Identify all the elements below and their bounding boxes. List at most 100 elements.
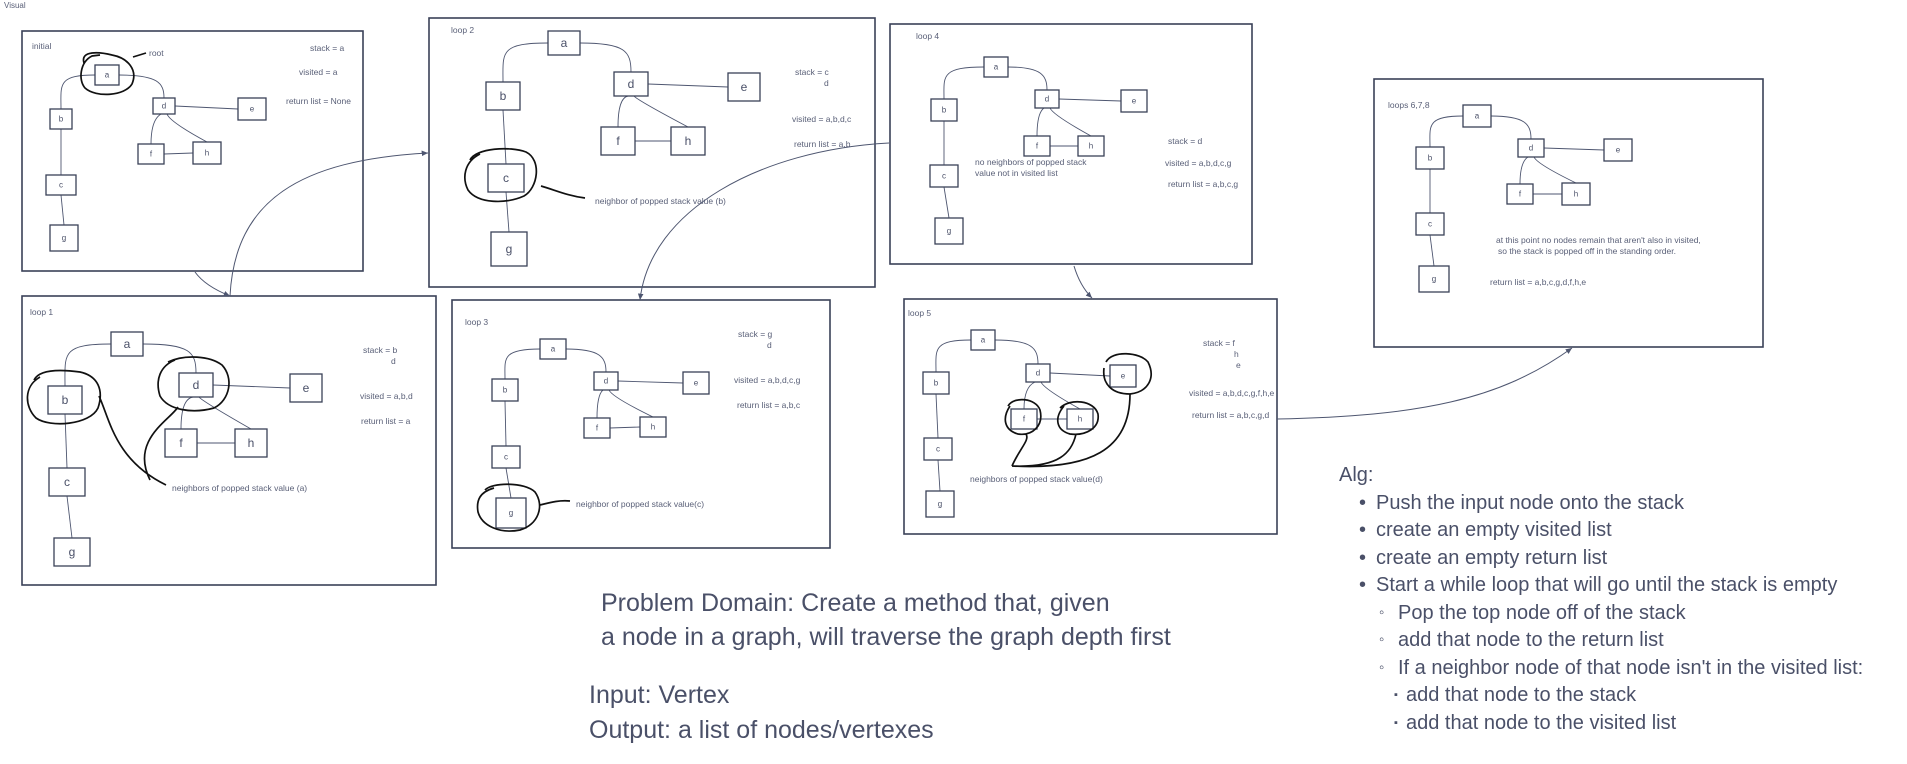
problem-line: a node in a graph, will traverse the gra… [601, 623, 1171, 651]
problem-line: Problem Domain: Create a method that, gi… [601, 589, 1110, 617]
graph-node-label: g [69, 545, 76, 559]
graph-node-label: d [1045, 95, 1049, 104]
connector-loop4-to-loop5 [1073, 265, 1093, 299]
stack-note: d [824, 78, 829, 88]
graph-edge [935, 393, 939, 439]
graph-node-e [682, 371, 710, 395]
graph-node-b [930, 98, 958, 122]
graph-edge [935, 339, 972, 373]
algorithm-list: Alg: Push the input node onto the stack … [1339, 462, 1899, 737]
visited-note: visited = a [299, 67, 338, 77]
frame-loop-1 [21, 295, 437, 586]
input-text: Input: Vertex [589, 681, 730, 709]
graph-node-b [922, 371, 950, 395]
ink-root-pointer [132, 52, 147, 58]
stack-note: d [767, 340, 772, 350]
graph-edge [166, 113, 208, 143]
graph-node-c [491, 445, 521, 469]
ink-circle-d [157, 356, 230, 412]
graph-node-d [178, 372, 214, 398]
graph-node-label: b [59, 115, 64, 124]
graph-node-label: d [193, 378, 200, 392]
ink-callout-lines-loop5 [1011, 393, 1131, 468]
graph-node-label: g [1432, 275, 1436, 284]
graph-node-d [613, 71, 649, 97]
visited-note: visited = a,b,d,c,g [734, 375, 801, 385]
graph-edge [174, 105, 239, 110]
graph-node-g [934, 217, 964, 245]
graph-node-label: c [1428, 220, 1432, 229]
alg-step: create an empty visited list [1339, 517, 1899, 545]
graph-node-a [970, 329, 996, 351]
graph-node-h [192, 141, 222, 165]
ink-circle-h [1056, 400, 1099, 436]
graph-node-label: c [64, 475, 70, 489]
graph-node-g [925, 490, 955, 518]
graph-node-label: b [934, 379, 939, 388]
graph-edge [505, 467, 512, 499]
graph-edge [1058, 98, 1122, 102]
visited-note: visited = a,b,d,c,g,f,h,e [1189, 388, 1275, 398]
graph-edge [1040, 381, 1081, 410]
graph-node-d [1517, 138, 1545, 158]
alg-subsubstep: add that node to the stack [1339, 682, 1899, 710]
graph-edge [1543, 147, 1605, 151]
graph-node-label: c [59, 181, 63, 190]
ink-circle-c [464, 147, 538, 203]
graph-node-label: g [947, 227, 951, 236]
graph-node-label: h [685, 134, 692, 148]
graph-edge [142, 343, 197, 374]
graph-edge [937, 459, 941, 492]
graph-node-h [670, 126, 706, 156]
ink-callout-lines-loop1 [98, 395, 179, 486]
ink-callout-loop3 [539, 499, 571, 506]
graph-edge [1490, 115, 1532, 140]
graph-edge [943, 186, 950, 219]
alg-substep: If a neighbor node of that node isn't in… [1339, 654, 1899, 683]
ink-circle-b [26, 369, 102, 425]
graph-edge [647, 83, 729, 88]
graph-node-g [495, 497, 527, 529]
graph-node-label: h [1078, 415, 1082, 424]
graph-node-b [49, 108, 73, 130]
callout: neighbors of popped stack value(d) [970, 474, 1103, 484]
graph-node-f [1506, 183, 1534, 205]
graph-node-a [547, 30, 581, 56]
graph-edge [633, 95, 689, 128]
graph-node-a [110, 331, 144, 357]
graph-edge [502, 42, 549, 83]
graph-node-label: h [1089, 142, 1093, 151]
graph-edge [1519, 156, 1529, 185]
graph-node-b [485, 81, 521, 111]
graph-edge [943, 66, 985, 100]
graph-node-label: h [205, 149, 209, 158]
graph-edge [212, 384, 291, 389]
graph-node-d [1034, 89, 1060, 109]
graph-node-label: d [628, 77, 635, 91]
alg-step: create an empty return list [1339, 545, 1899, 573]
callout: value not in visited list [975, 168, 1058, 178]
visited-note: visited = a,b,d,c [792, 114, 852, 124]
graph-node-label: c [504, 453, 508, 462]
alg-title: Alg: [1339, 464, 1374, 486]
graph-node-label: e [741, 80, 748, 94]
graph-node-label: e [694, 379, 699, 388]
output-text: Output: a list of nodes/vertexes [589, 716, 934, 744]
stack-note: h [1234, 349, 1239, 359]
alg-substep: add that node to the return list [1339, 626, 1899, 655]
graph-edge [118, 74, 165, 99]
connector-loop1-to-loop2 [229, 150, 429, 297]
graph-node-label: f [1023, 415, 1026, 424]
graph-edge [150, 113, 162, 145]
graph-node-label: d [604, 377, 608, 386]
graph-node-g [490, 231, 528, 267]
graph-node-e [1109, 364, 1137, 388]
graph-node-label: g [509, 509, 513, 518]
frame-title: loops 6,7,8 [1388, 100, 1430, 110]
stack-note: e [1236, 360, 1241, 370]
graph-node-label: g [62, 234, 66, 243]
graph-node-h [1066, 408, 1094, 430]
